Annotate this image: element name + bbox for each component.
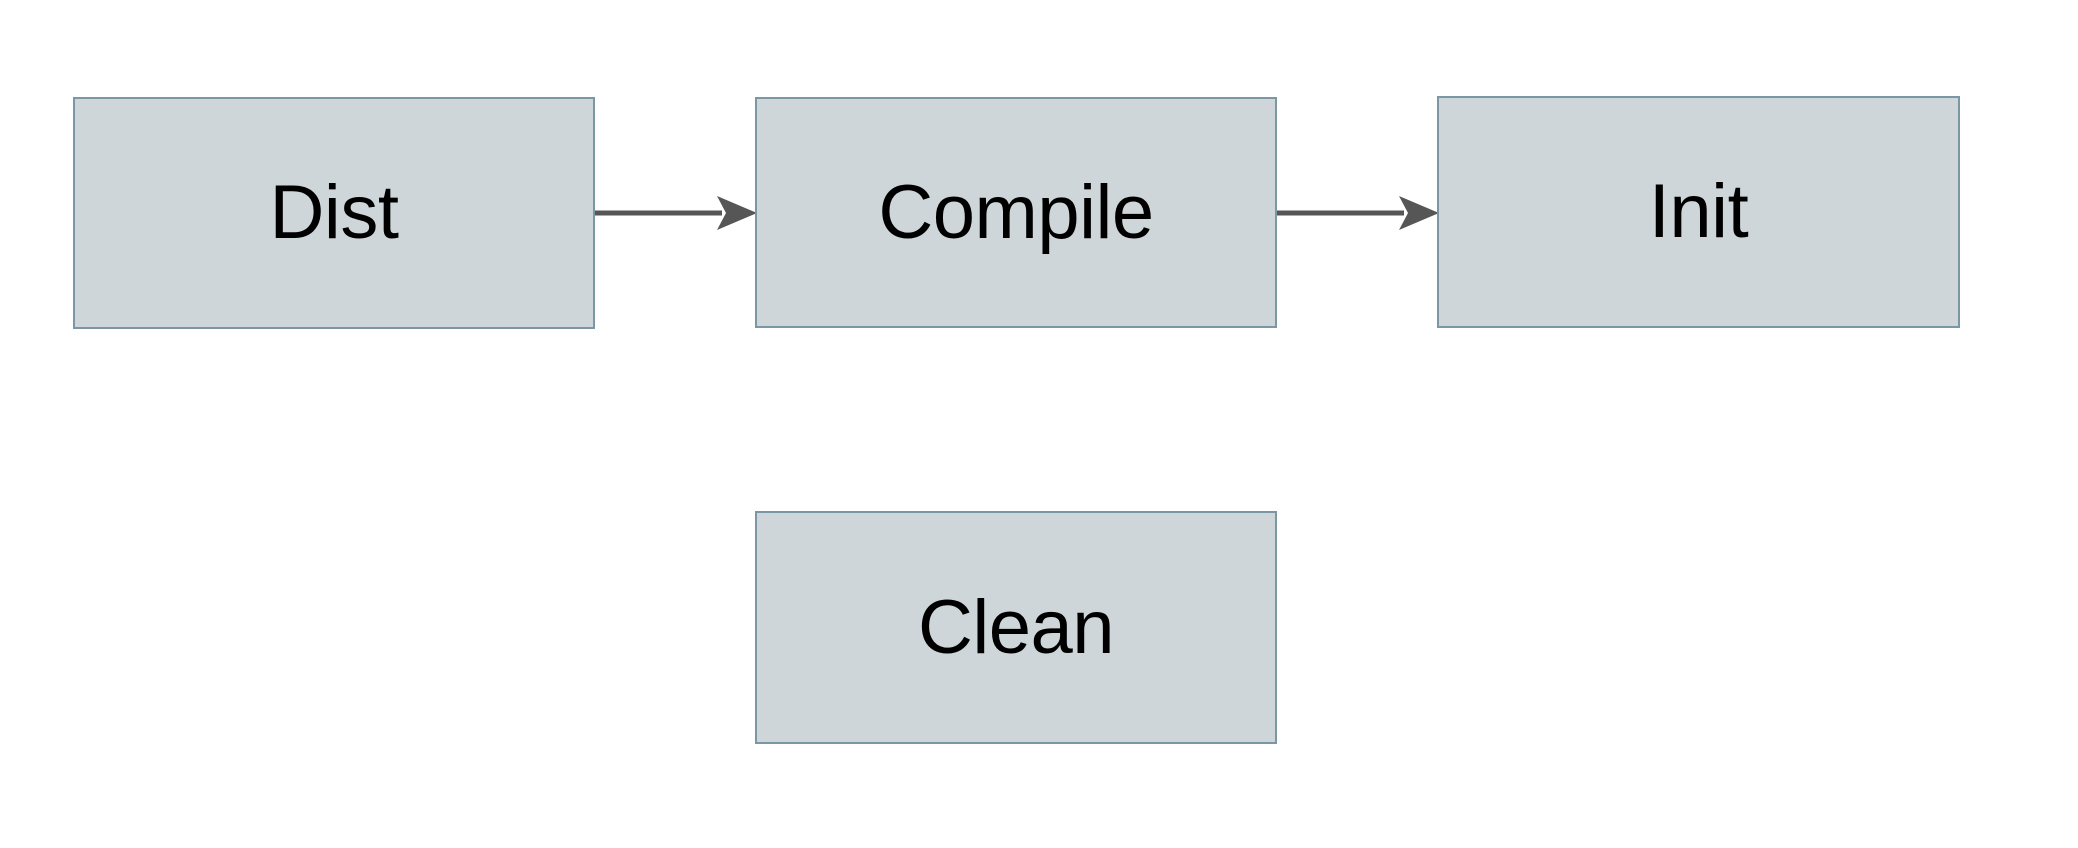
edge-dist-to-compile — [595, 196, 757, 230]
node-label-clean: Clean — [917, 584, 1115, 670]
node-init[interactable]: Init — [1437, 96, 1960, 328]
node-label-init: Init — [1648, 169, 1749, 254]
edge-compile-to-init — [1277, 196, 1439, 230]
node-clean[interactable]: Clean — [755, 511, 1277, 744]
node-compile[interactable]: Compile — [755, 97, 1277, 328]
node-dist[interactable]: Dist — [73, 97, 595, 329]
node-label-dist: Dist — [269, 170, 399, 255]
node-label-compile: Compile — [878, 169, 1154, 255]
